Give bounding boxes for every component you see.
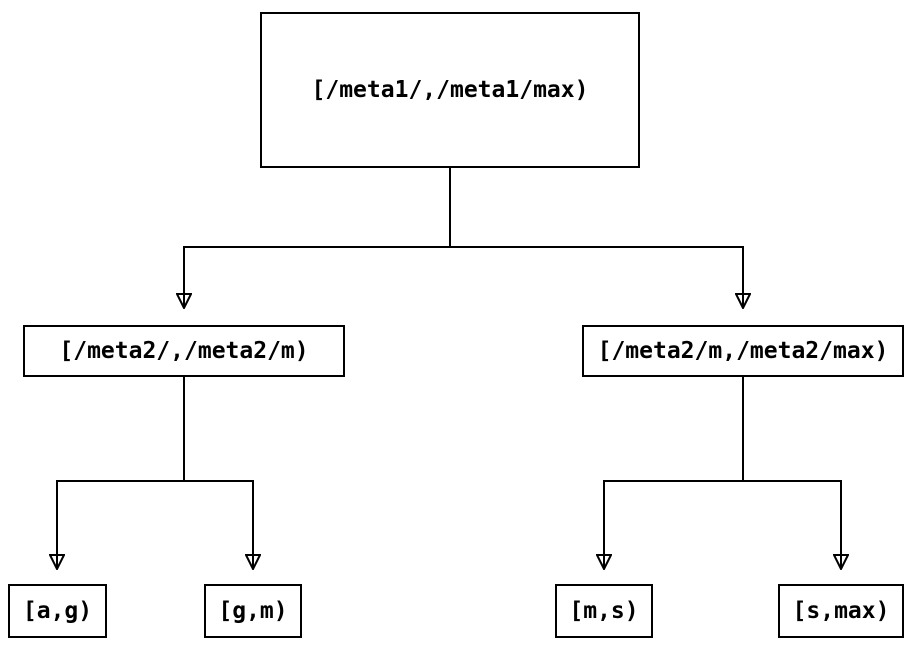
node-meta2-right-label: [/meta2/m,/meta2/max) xyxy=(597,338,889,364)
node-leaf-smax: [s,max) xyxy=(778,584,904,638)
node-leaf-gm: [g,m) xyxy=(204,584,302,638)
node-leaf-smax-label: [s,max) xyxy=(792,598,890,624)
node-leaf-ag: [a,g) xyxy=(8,584,107,638)
node-meta2-right: [/meta2/m,/meta2/max) xyxy=(582,325,904,377)
node-leaf-ms-label: [m,s) xyxy=(569,598,639,624)
node-meta2-left: [/meta2/,/meta2/m) xyxy=(23,325,345,377)
edge-left-branch xyxy=(57,377,253,568)
node-leaf-gm-label: [g,m) xyxy=(218,598,288,624)
edge-right-branch xyxy=(604,377,841,568)
node-leaf-ms: [m,s) xyxy=(555,584,653,638)
edge-root-branch xyxy=(184,168,743,307)
node-leaf-ag-label: [a,g) xyxy=(22,598,93,624)
node-meta1-root-label: [/meta1/,/meta1/max) xyxy=(311,77,589,103)
node-meta1-root: [/meta1/,/meta1/max) xyxy=(260,12,640,168)
node-meta2-left-label: [/meta2/,/meta2/m) xyxy=(59,338,309,364)
